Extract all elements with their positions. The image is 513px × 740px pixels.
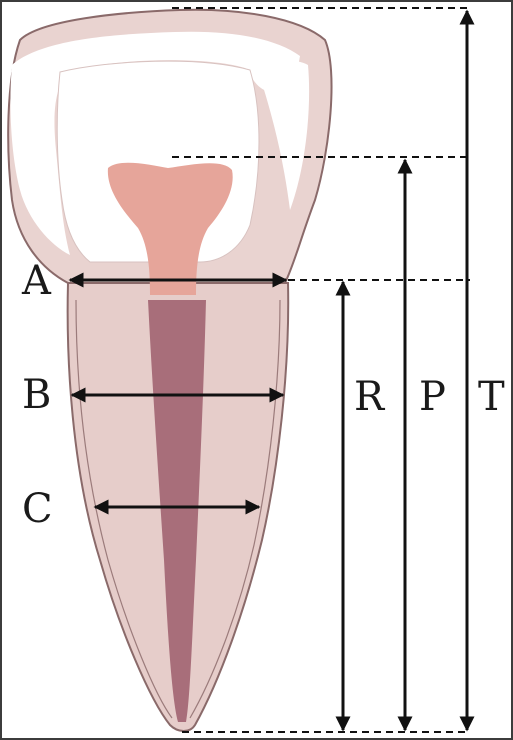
label-a: A (21, 258, 52, 304)
label-r: R (354, 374, 386, 420)
label-p: P (419, 374, 446, 420)
label-t: T (478, 374, 505, 420)
label-b: B (22, 372, 51, 418)
label-c: C (22, 486, 53, 532)
